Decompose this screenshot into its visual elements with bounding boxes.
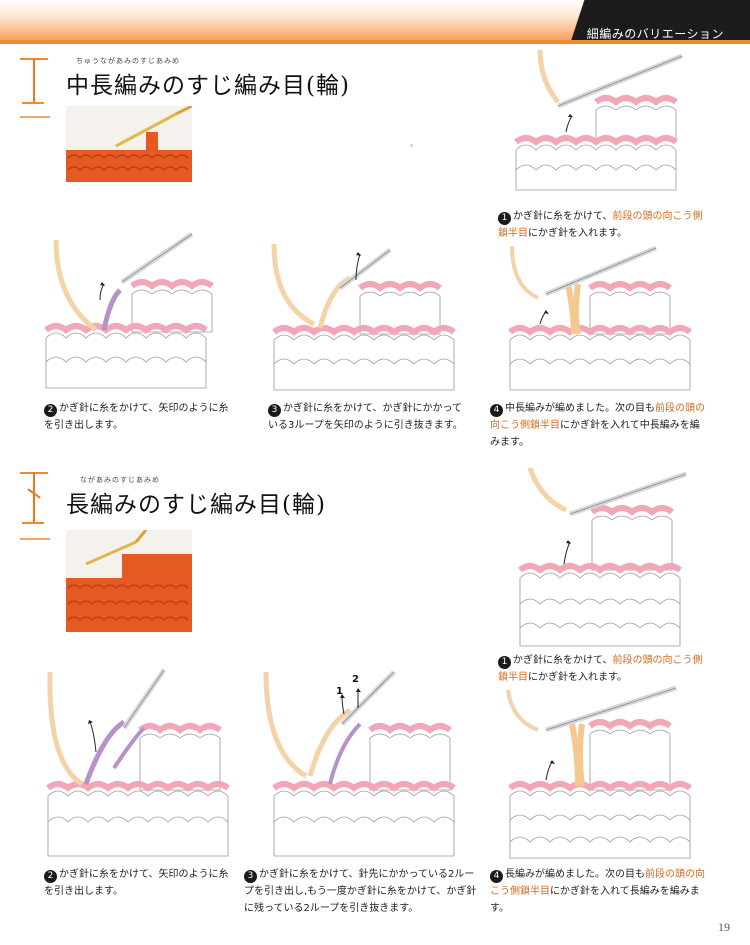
decorative-dot: [410, 144, 413, 147]
loop-label-1: 1: [336, 686, 343, 697]
header-rule: [0, 40, 750, 44]
half-double-crochet-symbol: [18, 58, 52, 120]
section1-title: 中長編みのすじ編み目(輪): [66, 73, 350, 99]
section1-step3-illustration: [270, 240, 460, 398]
section1-step4-illustration: [506, 240, 696, 398]
section1-step1-illustration: [512, 50, 692, 208]
section2-step1-illustration: [516, 468, 696, 654]
page-number: 19: [718, 920, 730, 934]
section2-step2-illustration: [44, 668, 230, 864]
section1-ruby: ちゅうながあみのすじあみめ: [76, 57, 180, 65]
loop-label-2: 2: [352, 674, 359, 685]
section2-ruby: ながあみのすじあみめ: [80, 476, 160, 484]
double-crochet-symbol: [18, 472, 52, 542]
section1-photo: [66, 106, 192, 182]
section2-title: 長編みのすじ編み目(輪): [66, 492, 326, 518]
section2-step3-illustration: [260, 668, 460, 864]
section2-photo: [66, 530, 192, 632]
chapter-title: 細編みのバリエーション: [586, 27, 724, 41]
section2-step4-illustration: [506, 684, 696, 868]
header-chapter-tab: [570, 0, 750, 44]
section1-step2-illustration: [42, 230, 222, 398]
